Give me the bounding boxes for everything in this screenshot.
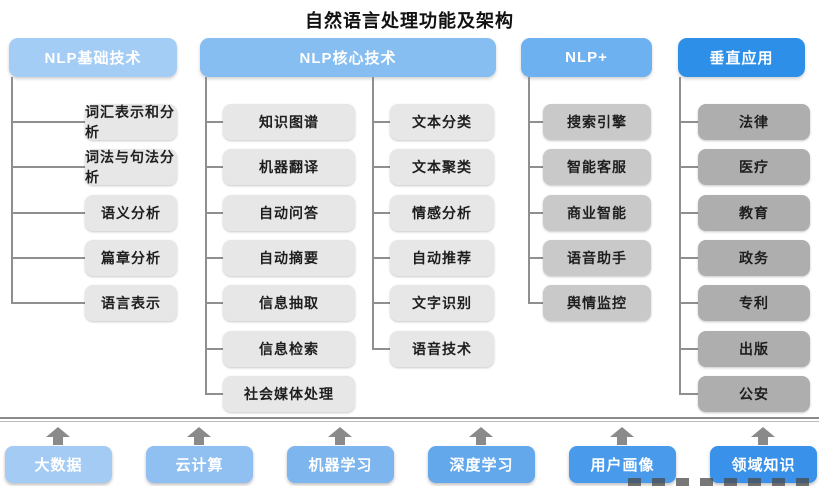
- tree-node: 信息检索: [223, 331, 355, 367]
- up-arrow-icon: [328, 427, 352, 445]
- separator-line: [0, 421, 819, 422]
- connector-stub: [205, 166, 223, 168]
- tree-node: 文本分类: [390, 104, 494, 140]
- connector-stub: [205, 393, 223, 395]
- tree-node: 智能客服: [543, 149, 651, 185]
- column-header-nlp-basic: NLP基础技术: [9, 38, 177, 77]
- connector-stub: [372, 212, 390, 214]
- connector-stub: [528, 121, 543, 123]
- connector-stub: [11, 257, 85, 259]
- connector-stub: [205, 121, 223, 123]
- tree-node: 机器翻译: [223, 149, 355, 185]
- connector-stub: [528, 166, 543, 168]
- tree-node: 自动推荐: [390, 240, 494, 276]
- tree-node: 法律: [698, 104, 810, 140]
- connector-stub: [11, 212, 85, 214]
- tree-node: 文本聚类: [390, 149, 494, 185]
- tree-node: 专利: [698, 285, 810, 321]
- tree-node: 篇章分析: [85, 240, 177, 276]
- connector-stub: [372, 257, 390, 259]
- connector-stub: [679, 121, 698, 123]
- separator-line: [0, 417, 819, 419]
- column-header-nlp-core: NLP核心技术: [200, 38, 496, 77]
- connector-stub: [11, 302, 85, 304]
- connector-vline: [679, 77, 681, 394]
- tree-node: 出版: [698, 331, 810, 367]
- tree-node: 自动摘要: [223, 240, 355, 276]
- connector-stub: [372, 302, 390, 304]
- connector-stub: [679, 393, 698, 395]
- tree-node: 自动问答: [223, 195, 355, 231]
- tree-node: 公安: [698, 376, 810, 412]
- foundation-box-cloud: 云计算: [146, 446, 253, 483]
- connector-vline: [11, 77, 13, 303]
- tree-node: 词法与句法分析: [85, 149, 177, 185]
- column-header-nlp-plus: NLP+: [521, 38, 652, 77]
- page-title: 自然语言处理功能及架构: [305, 11, 514, 31]
- tree-node: 教育: [698, 195, 810, 231]
- connector-stub: [679, 212, 698, 214]
- connector-stub: [528, 302, 543, 304]
- tree-node: 商业智能: [543, 195, 651, 231]
- tree-node: 语音助手: [543, 240, 651, 276]
- connector-stub: [205, 257, 223, 259]
- connector-stub: [679, 257, 698, 259]
- column-header-vertical-app: 垂直应用: [678, 38, 805, 77]
- connector-stub: [205, 348, 223, 350]
- connector-stub: [679, 166, 698, 168]
- tree-node: 情感分析: [390, 195, 494, 231]
- connector-stub: [372, 121, 390, 123]
- connector-stub: [679, 348, 698, 350]
- tree-node: 词汇表示和分析: [85, 104, 177, 140]
- connector-stub: [679, 302, 698, 304]
- tree-node: 社会媒体处理: [223, 376, 355, 412]
- tree-node: 知识图谱: [223, 104, 355, 140]
- connector-stub: [528, 257, 543, 259]
- tree-node: 信息抽取: [223, 285, 355, 321]
- watermark-remnant: [628, 478, 818, 486]
- tree-node: 搜索引擎: [543, 104, 651, 140]
- connector-stub: [528, 212, 543, 214]
- foundation-box-bigdata: 大数据: [5, 446, 112, 483]
- foundation-box-domain-knowledge: 领域知识: [710, 446, 817, 483]
- connector-stub: [372, 166, 390, 168]
- foundation-box-dl: 深度学习: [428, 446, 535, 483]
- up-arrow-icon: [46, 427, 70, 445]
- tree-node: 语音技术: [390, 331, 494, 367]
- tree-node: 政务: [698, 240, 810, 276]
- connector-stub: [205, 212, 223, 214]
- up-arrow-icon: [469, 427, 493, 445]
- connector-vline: [205, 77, 207, 394]
- connector-stub: [372, 348, 390, 350]
- tree-node: 语义分析: [85, 195, 177, 231]
- foundation-box-ml: 机器学习: [287, 446, 394, 483]
- up-arrow-icon: [610, 427, 634, 445]
- tree-node: 舆情监控: [543, 285, 651, 321]
- up-arrow-icon: [187, 427, 211, 445]
- foundation-box-user-profile: 用户画像: [569, 446, 676, 483]
- tree-node: 文字识别: [390, 285, 494, 321]
- up-arrow-icon: [751, 427, 775, 445]
- tree-node: 语言表示: [85, 285, 177, 321]
- connector-stub: [11, 166, 85, 168]
- tree-node: 医疗: [698, 149, 810, 185]
- connector-stub: [205, 302, 223, 304]
- connector-vline: [528, 77, 530, 303]
- connector-stub: [11, 121, 85, 123]
